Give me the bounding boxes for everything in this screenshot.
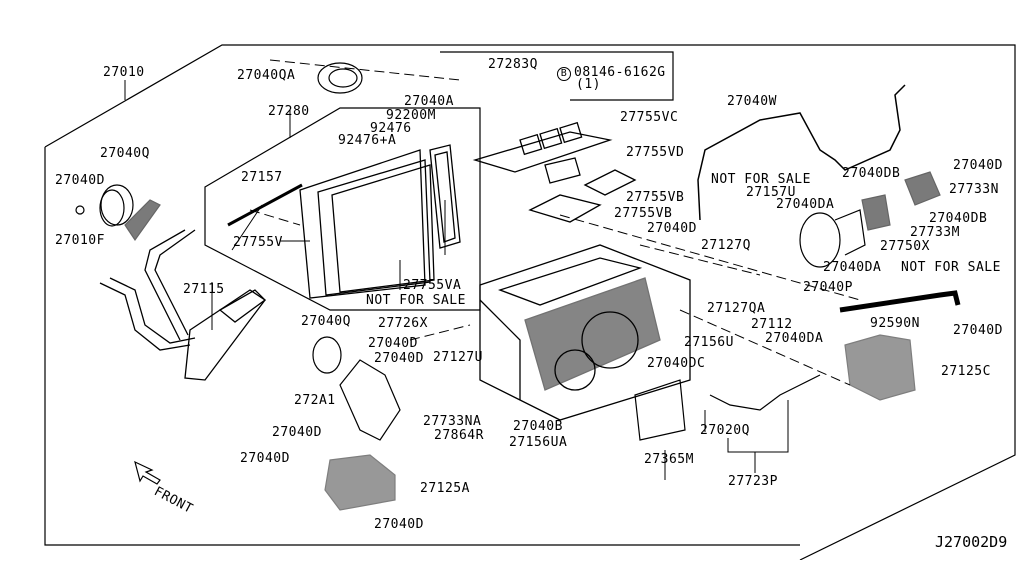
part-label[interactable]: 27040D — [374, 517, 424, 532]
front-arrow-icon — [134, 460, 161, 485]
blower-gear — [799, 212, 841, 268]
part-label[interactable]: 272A1 — [294, 393, 336, 408]
part-label[interactable]: 27755V — [233, 235, 283, 250]
part-label[interactable]: 27733M — [910, 225, 960, 240]
part-label[interactable]: 27040D — [953, 158, 1003, 173]
not-for-sale-note: NOT FOR SALE — [366, 293, 466, 308]
evaporator-core — [299, 144, 461, 299]
part-label[interactable]: 27755VD — [626, 145, 685, 160]
heater-core — [99, 229, 266, 381]
part-label[interactable]: 92476 — [370, 121, 412, 136]
assembly-border — [44, 44, 1016, 561]
not-for-sale-note: NOT FOR SALE — [901, 260, 1001, 275]
duct-27125C — [844, 334, 916, 401]
part-label[interactable]: 27040DA — [776, 197, 835, 212]
part-label[interactable]: 27112 — [751, 317, 793, 332]
part-label[interactable]: 27733N — [949, 182, 999, 197]
duct-272A1 — [339, 359, 401, 441]
part-label[interactable]: 27723P — [728, 474, 778, 489]
part-label[interactable]: 27010 — [103, 65, 145, 80]
filter-frames — [472, 121, 637, 223]
part-label[interactable]: 27010F — [55, 233, 105, 248]
part-label[interactable]: 27040D — [953, 323, 1003, 338]
not-for-sale-note: NOT FOR SALE — [711, 172, 811, 187]
valve-assembly — [75, 184, 161, 242]
part-label[interactable]: 27755VA — [403, 278, 462, 293]
part-label[interactable]: 27283Q — [488, 57, 538, 72]
bolt-callout-symbol: B — [557, 66, 571, 81]
bolt-part-number[interactable]: 08146-6162G — [574, 65, 666, 80]
part-label[interactable]: 27157 — [241, 170, 283, 185]
part-label[interactable]: 27040D — [55, 173, 105, 188]
part-label[interactable]: 27040DB — [929, 211, 988, 226]
part-label[interactable]: 92200M — [386, 108, 436, 123]
link-27750X — [834, 209, 866, 256]
part-label[interactable]: 27040DB — [842, 166, 901, 181]
grommet-mid — [312, 336, 342, 374]
part-label[interactable]: 27020Q — [700, 423, 750, 438]
part-label[interactable]: 27156U — [684, 335, 734, 350]
heater-unit — [479, 244, 691, 421]
part-label[interactable]: 27156UA — [509, 435, 568, 450]
part-label[interactable]: 27125C — [941, 364, 991, 379]
bolt-quantity: (1) — [576, 77, 601, 92]
part-label[interactable]: 27125A — [420, 481, 470, 496]
part-label[interactable]: 27733NA — [423, 414, 482, 429]
sensor-lead — [709, 374, 821, 411]
part-label[interactable]: 27040W — [727, 94, 777, 109]
part-label[interactable]: 27726X — [378, 316, 428, 331]
part-label[interactable]: 27755VC — [620, 110, 679, 125]
part-label[interactable]: 27040D — [647, 221, 697, 236]
part-label[interactable]: 27365M — [644, 452, 694, 467]
part-label[interactable]: 27040DA — [823, 260, 882, 275]
part-label[interactable]: 27750X — [880, 239, 930, 254]
wire-harness — [697, 84, 906, 221]
part-label[interactable]: 27864R — [434, 428, 484, 443]
actuator-27733M — [861, 194, 891, 231]
part-label[interactable]: 27040D — [374, 351, 424, 366]
part-label[interactable]: 27115 — [183, 282, 225, 297]
grommet — [317, 62, 363, 94]
insulator-27365M — [634, 379, 686, 441]
part-label[interactable]: 27040QA — [237, 68, 296, 83]
part-label[interactable]: 27040P — [803, 280, 853, 295]
part-label[interactable]: 92476+A — [338, 133, 397, 148]
part-label[interactable]: 27040Q — [301, 314, 351, 329]
alignment-lines — [249, 59, 861, 386]
part-label[interactable]: 27040D — [272, 425, 322, 440]
part-label[interactable]: 92590N — [870, 316, 920, 331]
part-label[interactable]: 27127Q — [701, 238, 751, 253]
drain-hose — [839, 290, 961, 313]
actuator-27733N — [904, 171, 941, 206]
seal-strip — [227, 183, 303, 227]
part-label[interactable]: 27280 — [268, 104, 310, 119]
duct-27125A — [324, 454, 396, 511]
part-label[interactable]: 27127U — [433, 350, 483, 365]
part-label[interactable]: 27157U — [746, 185, 796, 200]
part-label[interactable]: 27755VB — [614, 206, 673, 221]
part-label[interactable]: 27040B — [513, 419, 563, 434]
part-label[interactable]: 27040Q — [100, 146, 150, 161]
part-label[interactable]: 27040A — [404, 94, 454, 109]
part-label[interactable]: 27127QA — [707, 301, 766, 316]
bolt-callout-box — [440, 51, 674, 101]
part-label[interactable]: 27755VB — [626, 190, 685, 205]
part-label[interactable]: 27040D — [368, 336, 418, 351]
part-label[interactable]: 27040DC — [647, 356, 706, 371]
part-label[interactable]: 27040D — [240, 451, 290, 466]
part-label[interactable]: 27040DA — [765, 331, 824, 346]
bolt-symbol-icon: B — [557, 67, 571, 81]
diagram-reference-code: J27002D9 — [935, 533, 1008, 551]
